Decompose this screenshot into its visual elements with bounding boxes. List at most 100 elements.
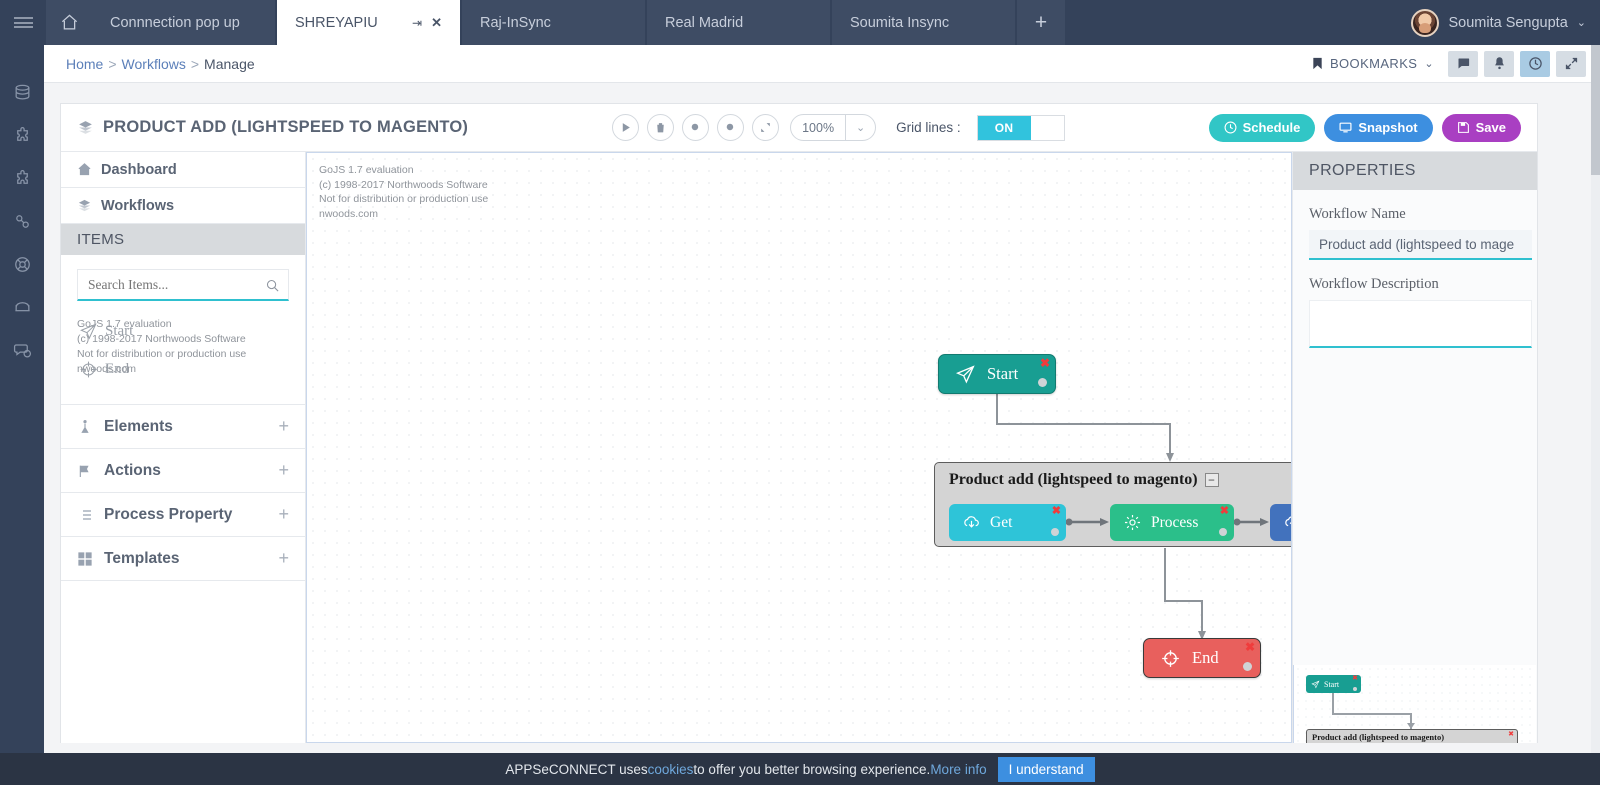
properties-header: PROPERTIES xyxy=(1293,152,1537,190)
tab-soumita-insync[interactable]: Soumita Insync xyxy=(832,0,1017,45)
tab-label: Connnection pop up xyxy=(110,14,240,31)
save-button[interactable]: Save xyxy=(1441,113,1521,142)
schedule-button[interactable]: Schedule xyxy=(1208,113,1316,142)
workflow-description-input[interactable] xyxy=(1309,300,1532,348)
zoom-select[interactable]: 100% ⌄ xyxy=(790,114,877,141)
close-icon[interactable]: ✕ xyxy=(431,15,442,30)
node-port[interactable] xyxy=(1038,378,1047,387)
element-icon xyxy=(77,419,97,435)
node-end[interactable]: End ✖ xyxy=(1143,638,1261,678)
more-info-link[interactable]: More info xyxy=(930,761,987,777)
i-understand-button[interactable]: I understand xyxy=(997,756,1095,782)
minimap-group[interactable]: Product add (lightspeed to magento) ✖ xyxy=(1306,729,1518,743)
clock-icon[interactable] xyxy=(1520,50,1550,77)
top-bar: Connnection pop up SHREYAPIU ⇥ ✕ Raj-InS… xyxy=(0,0,1600,45)
puzzle-icon[interactable] xyxy=(0,114,44,157)
play-icon[interactable] xyxy=(612,114,640,141)
properties-panel: PROPERTIES Workflow Name Workflow Descri… xyxy=(1292,152,1537,743)
tab-label: Real Madrid xyxy=(665,14,744,31)
minimap[interactable]: Start ✖ Product add (lightspeed to magen… xyxy=(1293,665,1536,743)
delete-icon[interactable]: ✖ xyxy=(1219,505,1229,517)
add-icon[interactable]: + xyxy=(278,416,289,436)
target-icon xyxy=(1162,649,1179,667)
bridge-icon[interactable] xyxy=(0,286,44,329)
tab-raj-insync[interactable]: Raj-InSync xyxy=(462,0,647,45)
accordion-process-property[interactable]: Process Property + xyxy=(61,493,305,537)
add-icon[interactable]: + xyxy=(278,460,289,480)
node-post[interactable]: Post ✖ xyxy=(1270,504,1291,541)
chevron-down-icon[interactable]: ⌄ xyxy=(845,115,875,140)
palette-item-end[interactable]: End xyxy=(79,360,129,379)
page-title: PRODUCT ADD (LIGHTSPEED TO MAGENTO) xyxy=(77,118,468,137)
chat-icon[interactable] xyxy=(0,329,44,372)
minimap-node-start[interactable]: Start ✖ xyxy=(1306,674,1361,693)
add-tab-button[interactable]: + xyxy=(1017,0,1065,45)
clock-icon xyxy=(1224,121,1237,134)
delete-icon[interactable]: ✖ xyxy=(1051,505,1061,517)
snapshot-label: Snapshot xyxy=(1358,120,1418,135)
palette-item-start[interactable]: Start xyxy=(79,322,133,341)
accordion-templates[interactable]: Templates + xyxy=(61,537,305,581)
watermark-line: (c) 1998-2017 Northwoods Software xyxy=(77,333,246,345)
sidebar-item-workflows[interactable]: Workflows xyxy=(61,188,305,224)
add-icon[interactable]: + xyxy=(278,504,289,524)
tab-connection-pop-up[interactable]: Connnection pop up xyxy=(92,0,277,45)
zoom-out-icon[interactable] xyxy=(717,114,745,141)
cloud-download-icon xyxy=(964,516,979,528)
snapshot-button[interactable]: Snapshot xyxy=(1324,113,1433,142)
trash-icon[interactable] xyxy=(647,114,675,141)
node-start[interactable]: Start ✖ xyxy=(938,354,1056,394)
node-port[interactable] xyxy=(1051,528,1059,536)
gridlines-toggle[interactable]: ON xyxy=(976,114,1065,141)
tab-real-madrid[interactable]: Real Madrid xyxy=(647,0,832,45)
database-icon[interactable] xyxy=(0,71,44,114)
cloud-upload-icon xyxy=(1285,516,1291,527)
fit-icon[interactable] xyxy=(752,114,780,141)
puzzle-alt-icon[interactable] xyxy=(0,157,44,200)
pin-icon[interactable]: ⇥ xyxy=(412,15,423,30)
workflow-name-input[interactable] xyxy=(1309,230,1532,260)
search-box[interactable] xyxy=(77,269,289,301)
collapse-icon[interactable]: − xyxy=(1204,473,1219,487)
search-icon[interactable] xyxy=(265,278,280,296)
node-port[interactable] xyxy=(1219,528,1227,536)
page-scrollbar[interactable] xyxy=(1591,45,1600,785)
save-label: Save xyxy=(1475,120,1506,135)
breadcrumb-workflows[interactable]: Workflows xyxy=(121,55,186,72)
minimap-link xyxy=(1332,713,1412,715)
home-icon[interactable] xyxy=(46,0,92,45)
tab-label: Raj-InSync xyxy=(480,14,551,31)
accordion-actions[interactable]: Actions + xyxy=(61,449,305,493)
accordion-elements[interactable]: Elements + xyxy=(61,405,305,449)
search-input[interactable] xyxy=(78,270,288,299)
sidebar-item-dashboard[interactable]: Dashboard xyxy=(61,152,305,188)
cookies-link[interactable]: cookies xyxy=(647,761,694,777)
group-container[interactable]: Product add (lightspeed to magento) − ✖ xyxy=(934,462,1291,547)
scrollbar-thumb[interactable] xyxy=(1591,45,1600,175)
workflow-canvas[interactable]: GoJS 1.7 evaluation (c) 1998-2017 Northw… xyxy=(306,152,1292,743)
palette[interactable]: GoJS 1.7 evaluation (c) 1998-2017 Northw… xyxy=(67,309,299,404)
hamburger-icon[interactable] xyxy=(0,0,46,45)
delete-icon[interactable]: ✖ xyxy=(1039,356,1050,370)
lifebuoy-icon[interactable] xyxy=(0,243,44,286)
zoom-in-icon[interactable] xyxy=(682,114,710,141)
tab-shreyapiu[interactable]: SHREYAPIU ⇥ ✕ xyxy=(277,0,462,45)
delete-icon[interactable]: ✖ xyxy=(1244,640,1255,654)
add-icon[interactable]: + xyxy=(278,548,289,568)
chat-bubble-icon[interactable] xyxy=(1448,50,1478,77)
breadcrumb: Home>Workflows>Manage xyxy=(66,56,255,72)
node-get[interactable]: Get ✖ xyxy=(949,504,1066,541)
send-icon xyxy=(80,323,97,340)
node-port[interactable] xyxy=(1243,662,1252,671)
group-title-text: Product add (lightspeed to magento) xyxy=(949,471,1198,488)
bell-icon[interactable] xyxy=(1484,50,1514,77)
expand-icon[interactable] xyxy=(1556,50,1586,77)
link-icon[interactable] xyxy=(0,200,44,243)
watermark-line: nwoods.com xyxy=(319,207,378,220)
breadcrumb-home[interactable]: Home xyxy=(66,55,104,72)
user-menu[interactable]: Soumita Sengupta ⌄ xyxy=(1411,0,1586,45)
node-process[interactable]: Process ✖ xyxy=(1110,504,1234,541)
target-icon xyxy=(80,361,97,378)
bookmarks-menu[interactable]: BOOKMARKS ⌄ xyxy=(1312,56,1434,71)
